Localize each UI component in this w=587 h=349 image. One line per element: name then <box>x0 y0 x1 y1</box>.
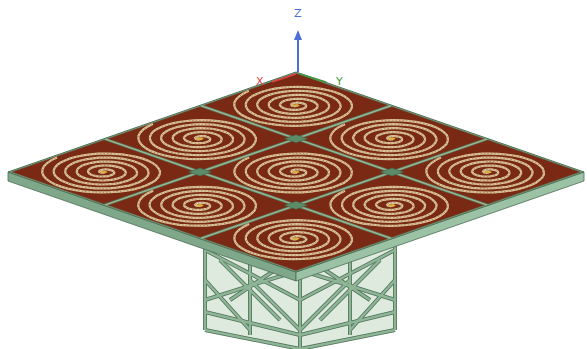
panel-joint <box>188 168 211 176</box>
panel-joint <box>380 168 403 176</box>
truss-bar <box>299 270 302 349</box>
truss-bar <box>300 330 395 349</box>
truss-bar <box>203 240 207 330</box>
feed-point <box>291 170 300 173</box>
feed-point <box>291 104 300 107</box>
feed-point <box>195 137 204 140</box>
z-arrowhead <box>294 30 302 40</box>
feed-point <box>291 237 300 240</box>
spiral-element <box>209 210 375 268</box>
panel-array <box>8 72 584 272</box>
feed-point <box>483 170 492 173</box>
panel-joint <box>284 135 307 143</box>
truss-bar <box>204 240 207 330</box>
truss-bar <box>205 330 300 349</box>
feed-point <box>387 204 396 207</box>
truss-bar <box>393 240 397 330</box>
axis-triad <box>272 30 326 82</box>
truss-bar <box>250 280 300 330</box>
panel-joint <box>284 201 307 209</box>
feed-point <box>387 137 396 140</box>
truss-bar <box>205 312 300 335</box>
axis-label: X <box>256 76 264 88</box>
feed-point <box>195 204 204 207</box>
feed-point <box>99 170 108 173</box>
panel-face <box>203 207 388 271</box>
truss-bar <box>300 312 395 335</box>
axis-label: Z <box>294 8 302 20</box>
spiral-detail <box>209 210 375 268</box>
plate-ground <box>8 72 584 272</box>
z-axis <box>297 38 299 72</box>
truss-bar <box>300 280 350 330</box>
x-axis <box>272 74 296 82</box>
axis-label: Y <box>336 76 343 88</box>
antenna-panel <box>203 207 388 271</box>
y-axis <box>300 74 326 82</box>
truss-bar <box>298 270 302 349</box>
truss-bar <box>394 240 397 330</box>
